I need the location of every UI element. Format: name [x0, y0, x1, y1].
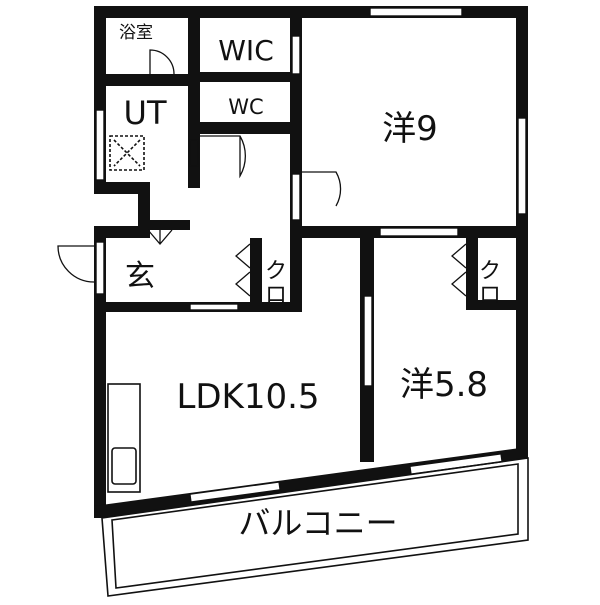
room-label-toilet: WC	[228, 95, 263, 119]
doors	[57, 49, 342, 283]
room-label-closet-room: クロ	[479, 259, 501, 308]
room-label-bath: 浴室	[119, 23, 153, 43]
windows	[95, 7, 527, 503]
closet-doors	[235, 243, 467, 297]
kitchen-counter	[107, 383, 141, 493]
room-label-ldk: LDK10.5	[176, 377, 319, 417]
washer-pan	[109, 135, 145, 171]
room-label-western-large: 洋9	[382, 109, 438, 149]
balcony	[101, 457, 529, 597]
room-label-western-small: 洋5.8	[400, 365, 488, 405]
room-label-balcony: バルコニー	[238, 504, 397, 542]
room-label-utility: UT	[124, 94, 167, 132]
room-label-entrance: 玄	[125, 259, 155, 294]
room-label-closet-hall: クロ	[265, 259, 287, 308]
room-label-wic: WIC	[218, 34, 274, 67]
